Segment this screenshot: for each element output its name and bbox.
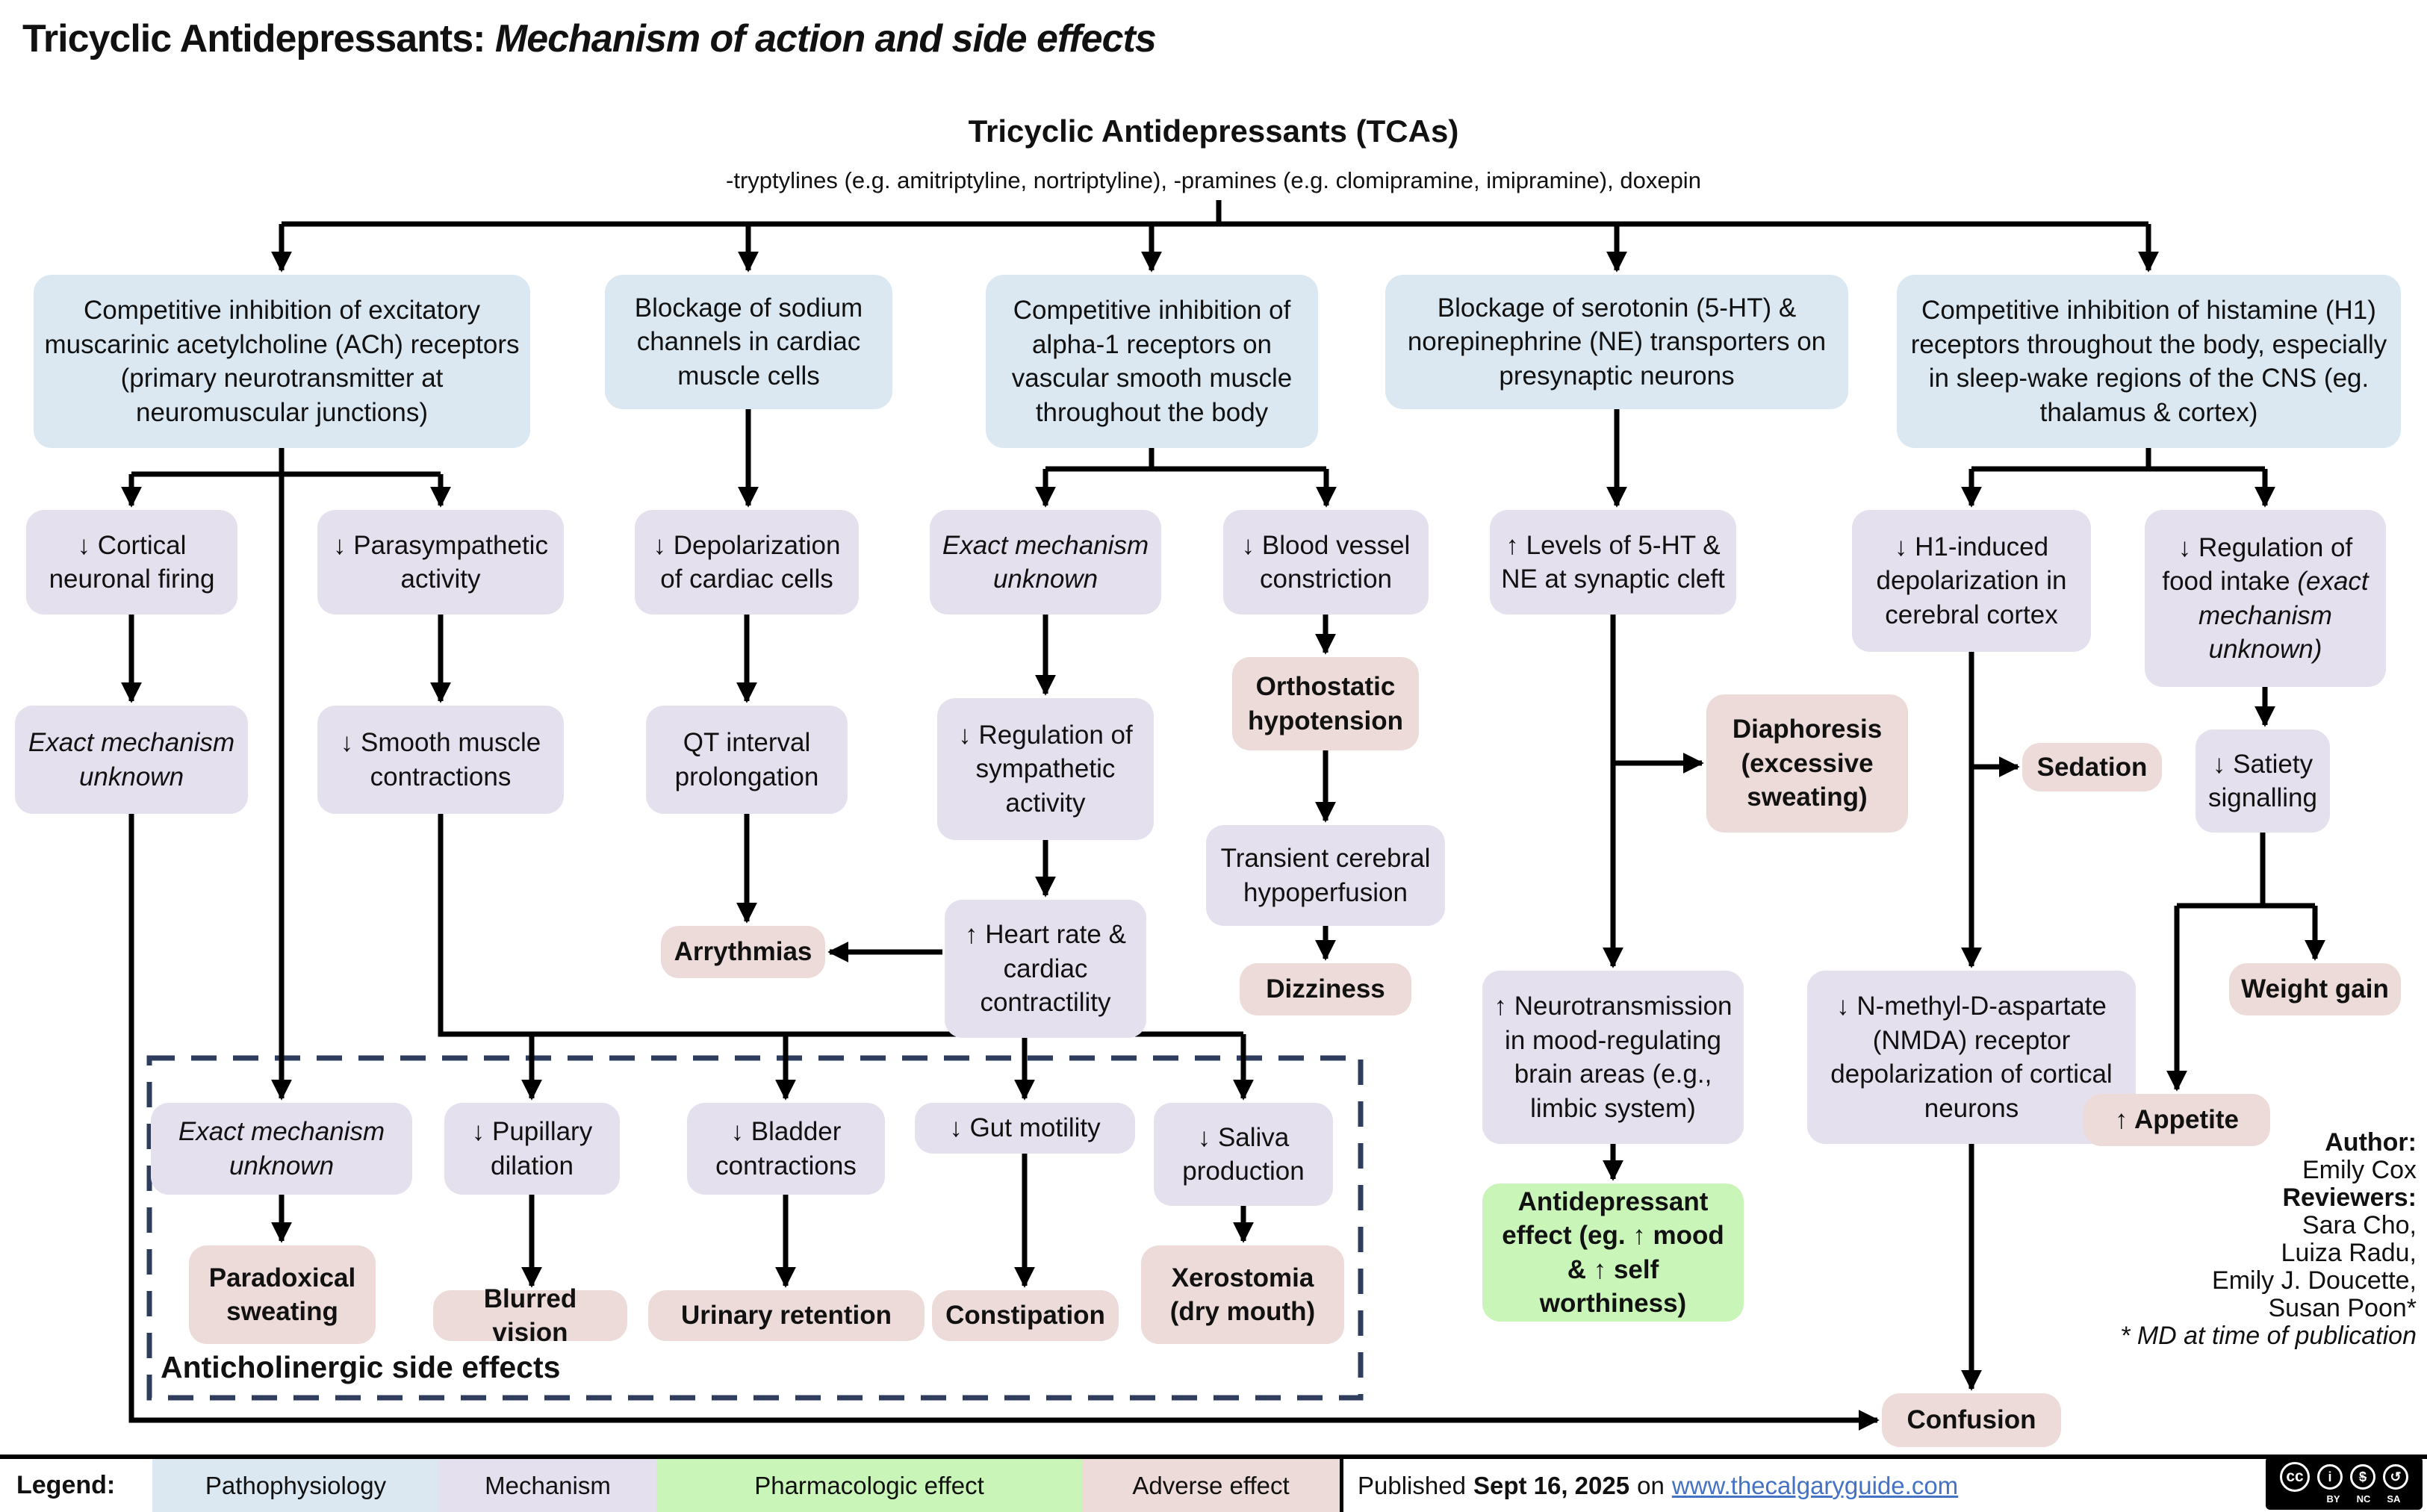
node-decreased-satiety-signalling: ↓ Satiety signalling (2196, 729, 2330, 833)
node-decreased-food-intake-regulation: ↓ Regulation of food intake (exact mecha… (2145, 510, 2386, 687)
node-sodium-channel-blockage: Blockage of sodium channels in cardiac m… (605, 275, 892, 409)
page-title-italic: Mechanism of action and side effects (494, 17, 1157, 60)
node-histamine-inhibition: Competitive inhibition of histamine (H1)… (1897, 275, 2401, 448)
node-exact-mechanism-unknown-anticholinergic: Exact mechanism unknown (151, 1103, 412, 1195)
legend-label: Legend: (16, 1471, 116, 1499)
node-decreased-pupillary-dilation: ↓ Pupillary dilation (444, 1103, 620, 1195)
node-paradoxical-sweating: Paradoxical sweating (189, 1245, 376, 1344)
node-decreased-blood-vessel-constriction: ↓ Blood vessel constriction (1223, 510, 1429, 615)
node-decreased-gut-motility: ↓ Gut motility (915, 1103, 1135, 1154)
published-date: Sept 16, 2025 (1473, 1471, 1630, 1499)
page-title-main: Tricyclic Antidepressants: (22, 17, 495, 60)
node-blurred-vision: Blurred vision (433, 1284, 627, 1347)
node-xerostomia: Xerostomia (dry mouth) (1141, 1245, 1344, 1344)
diagram-subtitle: -tryptylines (e.g. amitriptyline, nortri… (726, 167, 1701, 193)
node-decreased-cardiac-depolarization: ↓ Depolarization of cardiac cells (635, 510, 859, 615)
calgary-guide-link[interactable]: www.thecalgaryguide.com (1671, 1471, 1959, 1499)
node-qt-prolongation: QT interval prolongation (646, 706, 848, 814)
node-confusion: Confusion (1882, 1393, 2061, 1447)
node-muscarinic-inhibition: Competitive inhibition of excitatory mus… (34, 275, 530, 448)
author-name: Emily Cox (2302, 1156, 2417, 1184)
node-increased-neurotransmission: ↑ Neurotransmission in mood-regulating b… (1482, 971, 1744, 1144)
node-decreased-nmda-depolarization: ↓ N-methyl-D-aspartate (NMDA) receptor d… (1807, 971, 2136, 1144)
cc-by-label: BY (2326, 1493, 2340, 1505)
cc-by-icon: i (2317, 1464, 2343, 1490)
cc-sa-label: SA (2387, 1493, 2401, 1505)
node-decreased-smooth-muscle-contractions: ↓ Smooth muscle contractions (317, 706, 564, 814)
page-title: Tricyclic Antidepressants: Mechanism of … (22, 16, 1157, 61)
md-footnote: * MD at time of publication (2120, 1322, 2417, 1350)
node-exact-mechanism-unknown-cortical: Exact mechanism unknown (15, 706, 248, 814)
node-constipation: Constipation (932, 1290, 1119, 1341)
node-arrythmias: Arrythmias (661, 926, 825, 978)
node-increased-appetite: ↑ Appetite (2083, 1094, 2270, 1146)
reviewers-label: Reviewers: (2282, 1183, 2417, 1212)
reviewer-name: Luiza Radu, (2281, 1239, 2417, 1267)
node-serotonin-ne-transporter-blockage: Blockage of serotonin (5-HT) & norepinep… (1385, 275, 1848, 409)
cc-nc-label: NC (2356, 1493, 2371, 1505)
node-decreased-cortical-firing: ↓ Cortical neuronal firing (26, 510, 237, 615)
node-decreased-h1-depolarization: ↓ H1-induced depolarization in cerebral … (1852, 510, 2091, 652)
node-transient-cerebral-hypoperfusion: Transient cerebral hypoperfusion (1206, 825, 1445, 926)
food-intake-em: (exact mechanism unknown) (2198, 567, 2369, 664)
cc-license-badge[interactable]: cc i $ ↺ BY NC SA (2266, 1457, 2423, 1510)
node-antidepressant-effect: Antidepressant effect (eg. ↑ mood & ↑ se… (1482, 1183, 1744, 1322)
cc-sa-icon: ↺ (2383, 1464, 2408, 1490)
published-prefix: Published (1358, 1471, 1466, 1499)
reviewer-name: Emily J. Doucette, (2212, 1266, 2417, 1295)
cc-nc-icon: $ (2350, 1464, 2375, 1490)
node-alpha1-inhibition: Competitive inhibition of alpha-1 recept… (986, 275, 1318, 448)
legend-mechanism: Mechanism (439, 1459, 656, 1512)
node-dizziness: Dizziness (1240, 963, 1411, 1015)
published-mid: on (1637, 1471, 1665, 1499)
node-sedation: Sedation (2022, 743, 2162, 791)
node-increased-5ht-ne-levels: ↑ Levels of 5-HT & NE at synaptic cleft (1490, 510, 1736, 615)
node-decreased-parasympathetic-activity: ↓ Parasympathetic activity (317, 510, 564, 615)
node-decreased-saliva-production: ↓ Saliva production (1154, 1103, 1333, 1206)
reviewer-name: Susan Poon* (2268, 1294, 2417, 1322)
reviewer-name: Sara Cho, (2302, 1211, 2417, 1239)
food-intake-text: ↓ Regulation of food intake (2162, 532, 2353, 597)
author-block: Author: Emily Cox Reviewers: Sara Cho, L… (2028, 1129, 2417, 1350)
published-line: Published Sept 16, 2025 on www.thecalgar… (1358, 1459, 1958, 1512)
cc-icon: cc (2280, 1462, 2310, 1492)
node-decreased-sympathetic-regulation: ↓ Regulation of sympathetic activity (937, 698, 1154, 840)
node-urinary-retention: Urinary retention (648, 1290, 925, 1341)
author-label: Author: (2325, 1128, 2417, 1157)
legend-pathophysiology: Pathophysiology (152, 1459, 439, 1512)
node-increased-heart-rate-contractility: ↑ Heart rate & cardiac contractility (945, 900, 1146, 1038)
diagram-heading: Tricyclic Antidepressants (TCAs) (968, 113, 1459, 149)
legend-pharmacologic-effect: Pharmacologic effect (656, 1459, 1082, 1512)
node-exact-mechanism-unknown-alpha1: Exact mechanism unknown (930, 510, 1161, 615)
node-orthostatic-hypotension: Orthostatic hypotension (1232, 657, 1419, 750)
anticholinergic-section-label: Anticholinergic side effects (161, 1350, 561, 1384)
node-diaphoresis: Diaphoresis (excessive sweating) (1706, 694, 1908, 833)
node-decreased-bladder-contractions: ↓ Bladder contractions (687, 1103, 885, 1195)
legend-bar: Legend: Pathophysiology Mechanism Pharma… (0, 1455, 2427, 1512)
legend-adverse-effect: Adverse effect (1082, 1459, 1340, 1512)
legend-divider (1340, 1459, 1343, 1512)
node-weight-gain: Weight gain (2229, 963, 2401, 1015)
